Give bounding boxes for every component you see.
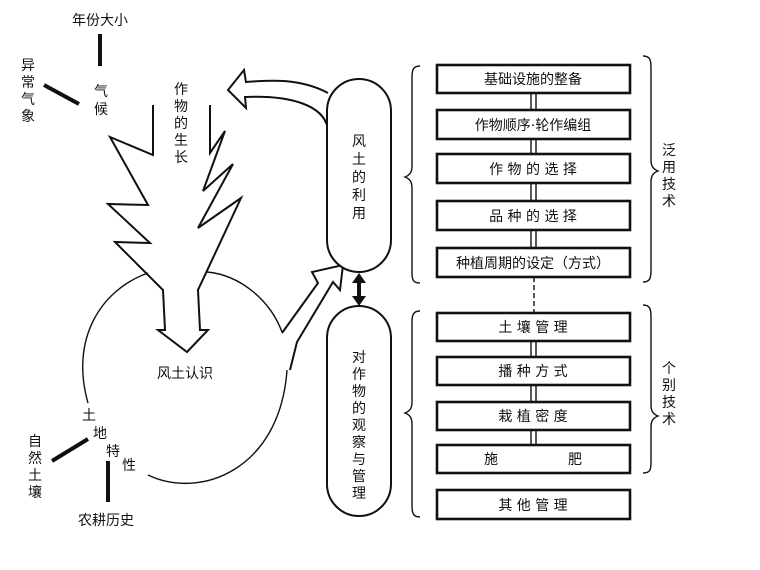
box-label: 施 肥 [484, 452, 582, 468]
label-individual-technique: 个 别 技 术 [662, 361, 676, 428]
char: 技 [662, 395, 676, 411]
char: 泛 [662, 143, 676, 159]
char: 长 [174, 150, 188, 166]
brace-left-individual [403, 310, 421, 518]
char: 自 [28, 434, 42, 450]
char: 物 [174, 99, 188, 115]
box-label: 基础设施的整备 [484, 71, 582, 88]
char: 观 [352, 418, 366, 434]
box-label: 品 种 的 选 择 [489, 209, 577, 225]
char: 理 [352, 486, 366, 502]
char: 风 [352, 134, 366, 150]
char: 的 [352, 401, 366, 417]
label-climate: 气 候 [94, 84, 108, 118]
box-label: 栽 植 密 度 [498, 408, 567, 425]
box-label: 作 物 的 选 择 [489, 162, 577, 178]
label-farming-history: 农耕历史 [78, 512, 134, 529]
box-crop-selection: 作 物 的 选 择 [435, 152, 632, 185]
brace-right-individual [642, 304, 660, 474]
box-sowing-method: 播 种 方 式 [435, 355, 632, 387]
arrow-use-to-growth [226, 67, 329, 131]
char: 术 [662, 412, 676, 428]
char: 技 [662, 177, 676, 193]
fudo-recognition-circle-left [82, 272, 149, 404]
box-connectors [530, 93, 537, 445]
char: 管 [352, 469, 366, 485]
box-other-management: 其 他 管 理 [435, 488, 632, 521]
char: 物 [352, 384, 366, 400]
char: 特 [106, 444, 120, 460]
char: 利 [352, 188, 366, 204]
char: 生 [174, 133, 188, 149]
label-general-technique: 泛 用 技 术 [662, 143, 676, 210]
box-infrastructure: 基础设施的整备 [435, 63, 632, 95]
fudo-recognition-circle-bottom [147, 369, 288, 484]
char: 象 [21, 109, 35, 125]
char: 作 [352, 367, 366, 383]
box-label: 种植周期的设定（方式） [456, 256, 610, 272]
box-label: 作物顺序·轮作编组 [475, 118, 591, 134]
char: 别 [662, 378, 676, 394]
char: 与 [352, 452, 366, 468]
char: 壤 [28, 484, 42, 501]
char: 地 [93, 426, 107, 442]
char: 的 [352, 170, 366, 186]
brace-left-general [403, 65, 421, 284]
char: 用 [352, 206, 366, 222]
char: 个 [662, 361, 676, 377]
box-planting-cycle: 种植周期的设定（方式） [435, 246, 632, 279]
box-soil-management: 土 壤 管 理 [435, 311, 632, 343]
double-arrow-icon [352, 273, 366, 306]
char: 用 [662, 160, 676, 176]
capsule-fudo-use [326, 78, 392, 273]
box-label: 土 壤 管 理 [498, 319, 567, 336]
char: 候 [94, 102, 108, 118]
char: 土 [352, 152, 366, 168]
connector-abnormal-climate [43, 83, 80, 106]
box-variety-selection: 品 种 的 选 择 [435, 199, 632, 232]
char: 然 [28, 450, 42, 467]
char: 土 [82, 408, 96, 424]
box-crop-rotation: 作物顺序·轮作编组 [435, 108, 632, 141]
char: 作 [174, 82, 188, 98]
char: 性 [122, 458, 136, 474]
label-natural-soil: 自 然 土 壤 [28, 434, 42, 501]
label-fudo-use: 风 土 的 利 用 [352, 134, 366, 222]
capsule-crop-observation [326, 305, 392, 517]
box-label: 其 他 管 理 [498, 498, 567, 514]
brace-right-general [642, 55, 660, 283]
connector-natural-soil-land [50, 437, 90, 463]
box-label: 播 种 方 式 [498, 364, 567, 380]
label-crop-growth: 作 物 的 生 长 [174, 82, 188, 166]
arrow-recognition-to-use [281, 263, 345, 371]
char: 异 [21, 58, 35, 74]
char: 对 [352, 350, 366, 366]
label-year-size: 年份大小 [72, 13, 128, 29]
box-fertilization: 施 肥 [435, 443, 632, 475]
label-fudo-recognition: 风土认识 [157, 366, 213, 382]
label-crop-observation: 对 作 物 的 观 察 与 管 理 [352, 350, 366, 502]
char: 的 [174, 116, 188, 132]
char: 气 [21, 92, 35, 108]
char: 察 [352, 434, 366, 451]
char: 气 [94, 84, 108, 100]
char: 常 [21, 75, 35, 91]
label-abnormal-weather: 异 常 气 象 [21, 58, 35, 125]
char: 术 [662, 194, 676, 210]
label-land-characteristics: 土 地 特 性 [82, 408, 136, 474]
crop-growth-shape [105, 105, 244, 354]
char: 土 [28, 468, 42, 484]
fudo-recognition-circle-right [206, 271, 283, 333]
box-planting-density: 栽 植 密 度 [435, 400, 632, 432]
